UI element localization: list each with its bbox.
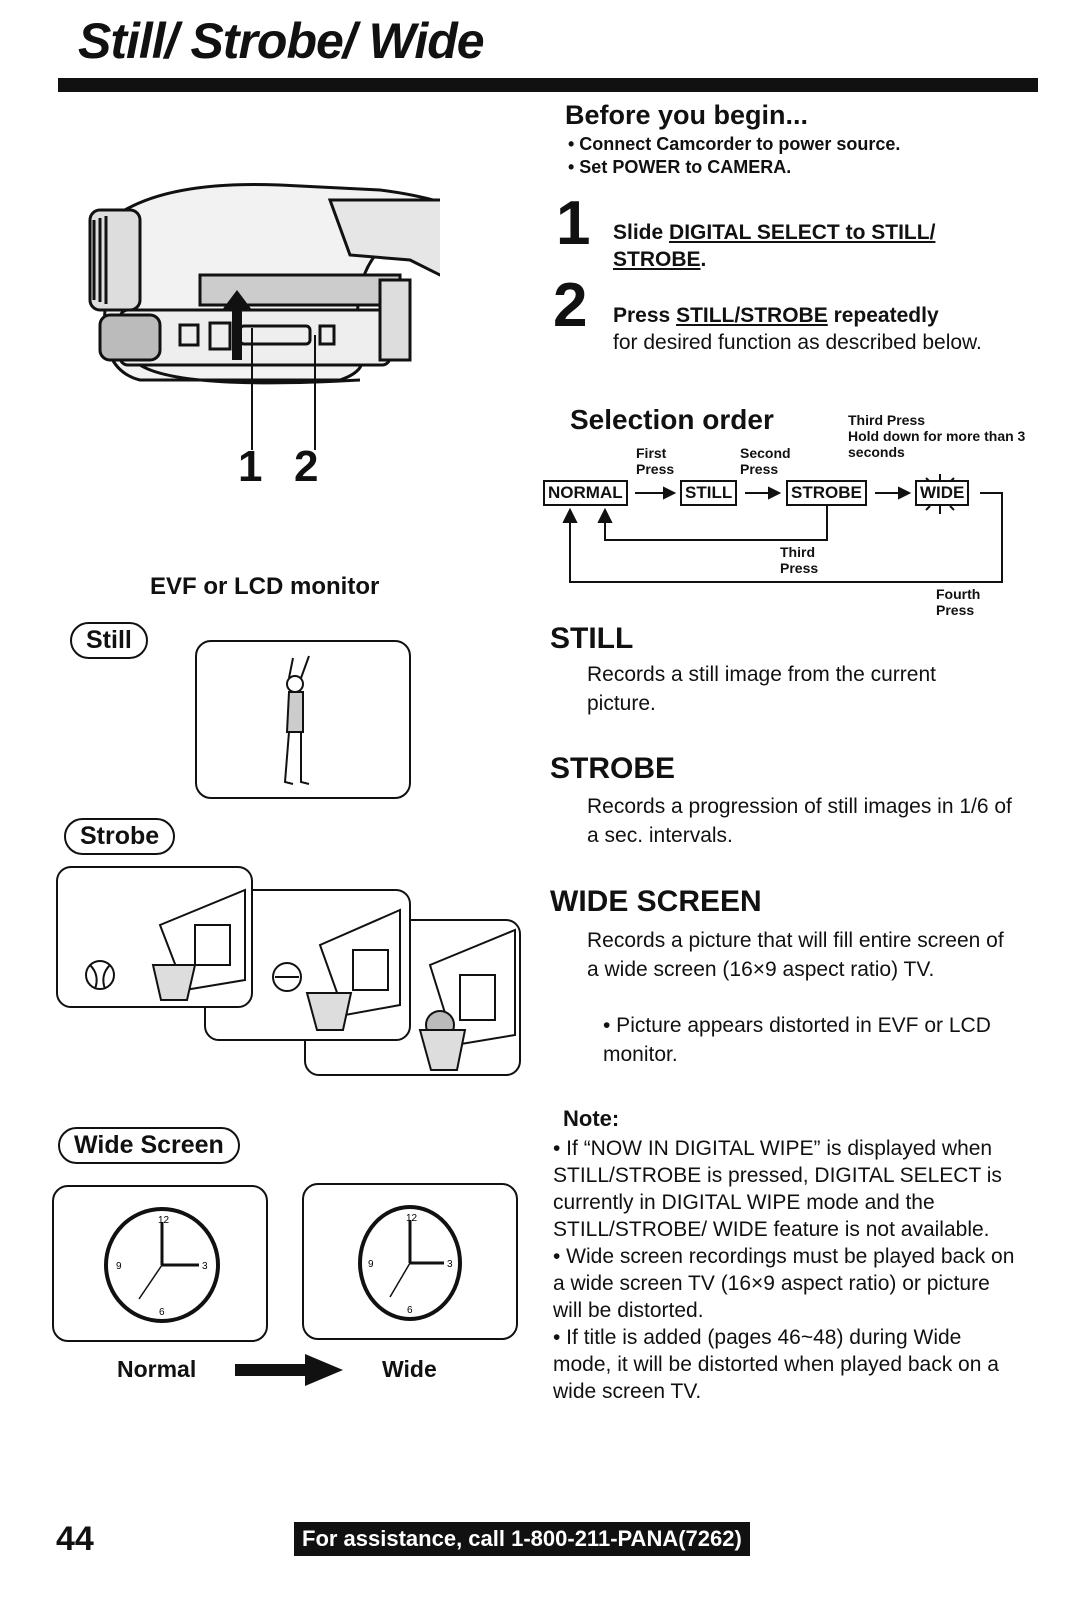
title-rule	[58, 78, 1038, 92]
note-item: • If title is added (pages 46~48) during…	[553, 1326, 999, 1403]
third-press: Third Press	[780, 544, 819, 576]
clock-num-3: 3	[202, 1261, 208, 1272]
clock-wide-icon: 12 3 6 9	[358, 1205, 462, 1321]
clock-num-9: 9	[116, 1261, 122, 1272]
step-2-text: Press STILL/STROBE repeatedly for desire…	[613, 302, 1013, 356]
still-label: Still	[70, 622, 148, 659]
monitor-label: EVF or LCD monitor	[150, 573, 380, 600]
normal-caption: Normal	[117, 1356, 197, 1382]
before-item: • Connect Camcorder to power source.	[568, 134, 901, 154]
still-mode-box: STILL	[680, 480, 738, 506]
step-2-pre: Press	[613, 304, 677, 327]
clock-num-3: 3	[447, 1259, 453, 1270]
before-heading: Before you begin...	[565, 100, 809, 130]
third-press-top: Third Press	[848, 412, 926, 428]
callout-1: 1	[238, 442, 263, 491]
before-item: • Set POWER to CAMERA.	[568, 157, 792, 177]
strobe-heading: STROBE	[550, 752, 676, 785]
callout-2: 2	[294, 442, 319, 491]
wide-screen-description: Records a picture that will fill entire …	[587, 929, 1004, 981]
clock-wide-frame: 12 3 6 9	[302, 1183, 518, 1340]
step-2-rest: for desired function as described below.	[613, 331, 982, 354]
strobe-sequence-illustration	[56, 866, 521, 1076]
still-heading: STILL	[550, 622, 634, 655]
step-2-control: STILL/STROBE	[676, 304, 828, 327]
page-title: Still/ Strobe/ Wide	[78, 13, 485, 69]
first-press: First Press	[636, 445, 675, 477]
wide-caption: Wide	[382, 1356, 437, 1382]
note-heading: Note:	[563, 1106, 620, 1131]
strobe-description: Records a progression of still images in…	[587, 795, 1012, 847]
step-number: 2	[553, 271, 588, 340]
page-number: 44	[56, 1520, 94, 1558]
step-1-pre: Slide	[613, 221, 670, 244]
still-description: Records a still image from the current p…	[587, 663, 936, 715]
clock-num-12: 12	[158, 1215, 170, 1226]
step-2-bold-post: repeatedly	[827, 304, 939, 327]
step-1-post: .	[700, 248, 707, 271]
hold-note: Hold down for more than 3 seconds	[848, 428, 1026, 460]
clock-num-12: 12	[406, 1213, 418, 1224]
second-press: Second Press	[740, 445, 791, 477]
assistance-bar: For assistance, call 1-800-211-PANA(7262…	[294, 1522, 750, 1556]
clock-normal-frame: 12 3 6 9	[52, 1185, 268, 1342]
note-item: • If “NOW IN DIGITAL WIPE” is displayed …	[553, 1137, 1002, 1241]
note-list: • If “NOW IN DIGITAL WIPE” is displayed …	[553, 1111, 1023, 1405]
strobe-mode-box: STROBE	[786, 480, 867, 506]
step-1-control: DIGITAL SELECT to STILL/ STROBE	[613, 221, 936, 271]
step-1-text: Slide DIGITAL SELECT to STILL/ STROBE.	[613, 219, 1013, 273]
strobe-label: Strobe	[64, 818, 176, 855]
step-number: 1	[556, 189, 591, 258]
selection-flow-lines	[562, 474, 1003, 583]
fourth-press: Fourth Press	[936, 586, 981, 618]
basketball-player-icon	[283, 655, 310, 785]
wide-screen-heading: WIDE SCREEN	[550, 885, 762, 918]
still-frame	[195, 640, 411, 799]
clock-num-6: 6	[407, 1305, 413, 1316]
normal-mode-box: NORMAL	[543, 480, 628, 506]
wide-mode-box: WIDE	[915, 480, 970, 506]
note-item: • Wide screen recordings must be played …	[553, 1245, 1015, 1322]
arrow-right-icon	[235, 1354, 343, 1386]
wide-screen-label: Wide Screen	[58, 1127, 240, 1164]
selection-heading: Selection order	[570, 404, 774, 435]
clock-icon: 12 3 6 9	[104, 1207, 220, 1323]
wide-screen-subnote: • Picture appears distorted in EVF or LC…	[603, 1014, 991, 1066]
clock-num-9: 9	[368, 1259, 374, 1270]
clock-num-6: 6	[159, 1307, 165, 1318]
camcorder-illustration	[88, 182, 440, 450]
